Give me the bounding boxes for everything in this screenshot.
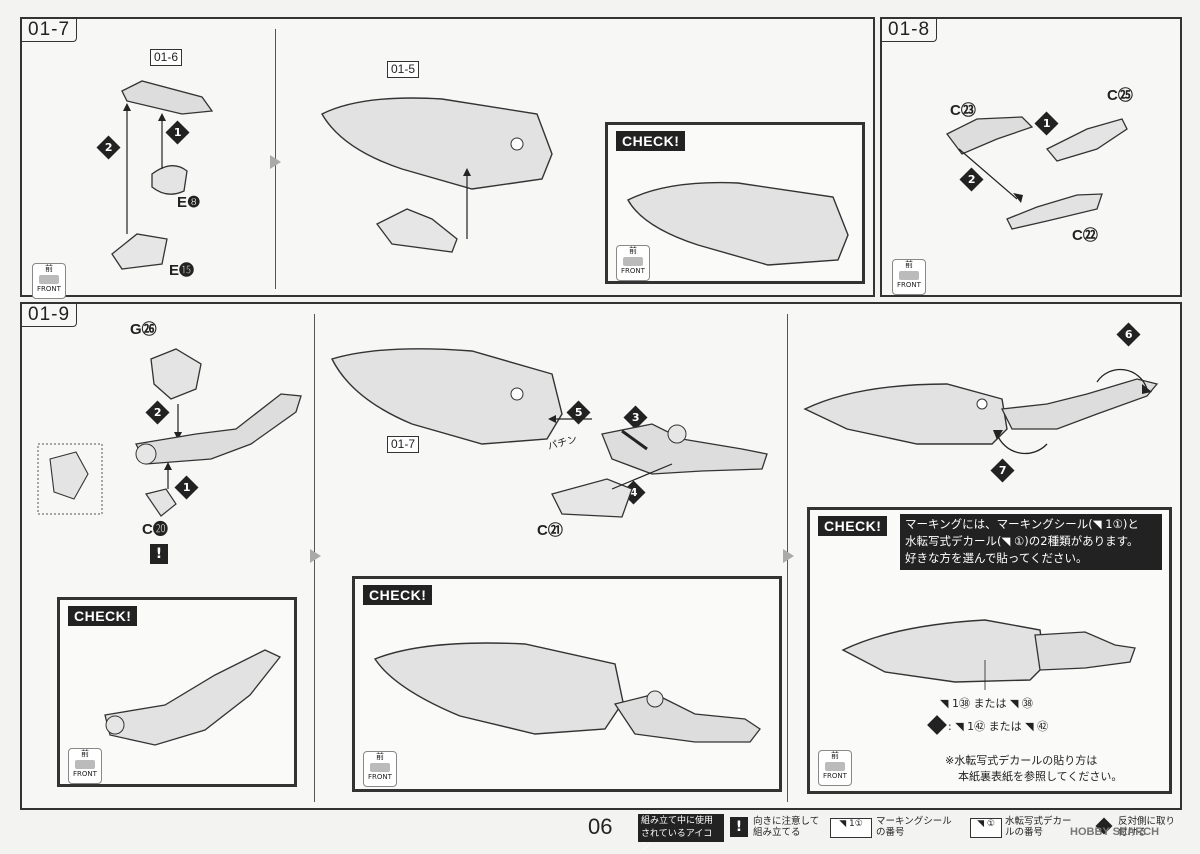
check-illustration-4 [841, 619, 1136, 690]
watermark-logo: HOBBY SEARCH [1070, 826, 1160, 838]
footer-bar: 06 組み立て中に使用されているアイコン ! 向きに注意して組み立てる ◥ 1①… [20, 812, 1182, 852]
part-c20: C⓴ [142, 521, 168, 538]
check-tag: CHECK! [68, 606, 138, 626]
assembly-illustration-01-7b [321, 97, 553, 253]
ref-01-7: 01-7 [387, 436, 420, 453]
marking-line-3: 好きな方を選んで貼ってください。 [905, 551, 1088, 565]
marking-line-1: マーキングには、マーキングシール(◥ 1①)と [905, 517, 1139, 531]
legend-warning-icon: ! [730, 817, 748, 837]
part-c22: C㉒ [1072, 227, 1098, 244]
ref-01-5: 01-5 [387, 61, 420, 78]
ref-01-6: 01-6 [150, 49, 183, 66]
legend-flip-text: 反対側に取り付ける [1118, 816, 1176, 838]
step-01-7-label: 01-7 [22, 19, 78, 42]
check-illustration-2 [104, 649, 282, 746]
icons-title: 組み立て中に使用されているアイコン [638, 814, 724, 852]
assembly-illustration-01-7a [111, 80, 214, 270]
next-arrow [310, 549, 321, 563]
marking-option-2: : ◥ 1㊷ または ◥ ㊷ [948, 720, 1049, 733]
assembly-illustration-01-9c [803, 368, 1159, 455]
part-g26: G㉖ [130, 321, 157, 338]
part-c23: C㉓ [950, 102, 976, 119]
part-e15: E⓯ [169, 262, 195, 279]
check-illustration-1 [627, 181, 849, 266]
part-c21: C㉑ [537, 522, 563, 539]
page-number: 06 [588, 814, 613, 839]
marking-option-1: ◥ 1㊳ または ◥ ㊳ [940, 697, 1033, 710]
marking-line-2: 水転写式デカール(◥ ①)の2種類があります。 [905, 534, 1139, 548]
marking-text-bg [900, 514, 1162, 570]
check-tag: CHECK! [363, 585, 433, 605]
step-01-9-label: 01-9 [22, 304, 78, 327]
legend-seal-text: マーキングシールの番号 [876, 816, 952, 838]
assembly-illustration-01-8 [946, 116, 1128, 230]
check-tag: CHECK! [818, 516, 888, 536]
step-01-8-label: 01-8 [882, 19, 938, 42]
legend-decal-text: 水転写式デカールの番号 [1005, 816, 1072, 838]
flip-icon [927, 715, 947, 735]
marking-note-2: 本紙裏表紙を参照してください。 [958, 770, 1123, 783]
legend-seal-icon: ◥ 1① [830, 818, 872, 838]
next-arrow [783, 549, 794, 563]
assembly-illustration-01-9b [331, 348, 768, 518]
check-box-4: CHECK! マーキングには、マーキングシール(◥ 1①)と 水転写式デカール(… [807, 507, 1172, 794]
part-c25: C㉕ [1107, 87, 1133, 104]
legend-warning-text: 向きに注意して組み立てる [753, 816, 820, 838]
check-tag: CHECK! [616, 131, 686, 151]
check-illustration-3 [373, 642, 761, 743]
next-arrow [270, 155, 281, 169]
warning-icon: ! [150, 544, 168, 564]
assembly-illustration-01-9a [37, 348, 302, 517]
marking-note-1: ※水転写式デカールの貼り方は [945, 754, 1098, 767]
part-e8: E❽ [177, 194, 201, 211]
legend-decal-icon: ◥ ① [970, 818, 1002, 838]
